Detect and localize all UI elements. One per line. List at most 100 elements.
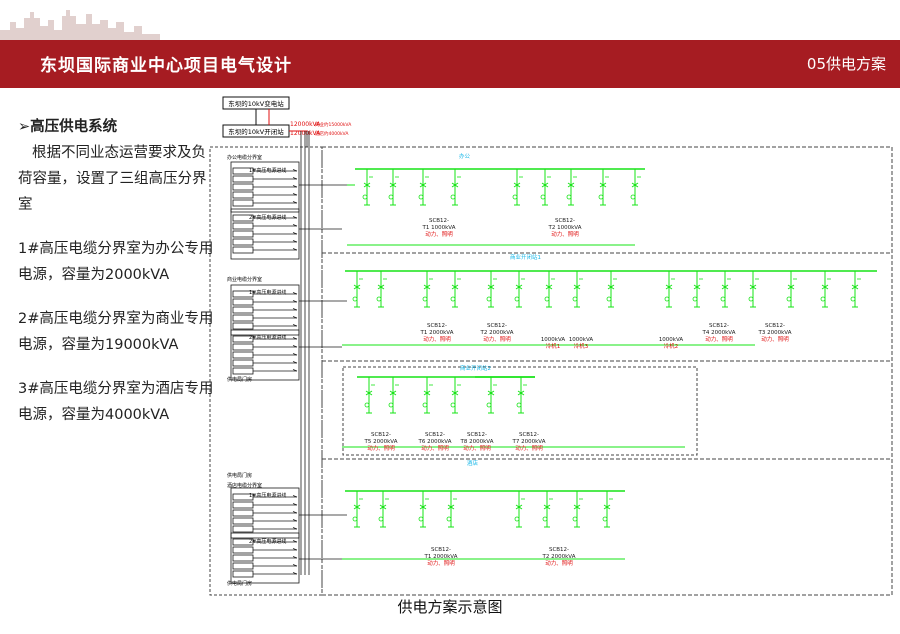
svg-text:T1 2000kVA: T1 2000kVA xyxy=(424,554,458,560)
bus-group xyxy=(342,168,877,560)
cabinet-label-5: 1#高压电源进线 xyxy=(249,492,286,499)
skyline-decoration xyxy=(0,10,160,40)
feeder-unit xyxy=(514,271,525,308)
feeder-unit xyxy=(516,377,527,414)
switch-cabinet xyxy=(232,517,254,525)
svg-text:动力、照明: 动力、照明 xyxy=(421,444,449,452)
switch-cabinet xyxy=(232,246,254,254)
power-supply-diagram: 东坝的10kV变电站 东坝的10kV开闭站 12000kVA 商业约15000k… xyxy=(209,96,893,596)
source-label-switching: 东坝的10kV开闭站 xyxy=(228,127,284,136)
svg-text:T4 2000kVA: T4 2000kVA xyxy=(702,330,736,336)
svg-text:T2 2000kVA: T2 2000kVA xyxy=(542,554,576,560)
line-note-2: 酒店约4000kVA xyxy=(315,130,349,137)
feeder-unit xyxy=(820,271,831,308)
svg-text:1000kVA: 1000kVA xyxy=(659,337,684,343)
zone-title-commercial1: 商业开闭站1 xyxy=(510,253,541,261)
line-note-1: 商业约15000kVA xyxy=(315,121,352,128)
left-box-label-6: 供电局门房 xyxy=(227,580,252,587)
line-label-1: 12000kVA xyxy=(290,121,321,128)
section-label: 05供电方案 xyxy=(806,55,886,73)
zone-title-hotel: 酒店 xyxy=(467,459,479,467)
svg-text:T7 2000kVA: T7 2000kVA xyxy=(512,439,546,445)
section-heading: ➢高压供电系统 xyxy=(18,114,218,140)
item-2-text: 2#高压电缆分界室为商业专用电源，容量为19000kVA xyxy=(18,311,214,353)
switch-cabinet xyxy=(232,351,254,359)
svg-text:T5 2000kVA: T5 2000kVA xyxy=(364,439,398,445)
zone-title-office: 办公 xyxy=(459,152,471,160)
switch-cabinet xyxy=(232,501,254,509)
feeder-unit xyxy=(418,491,429,528)
feeder-unit xyxy=(602,491,613,528)
feeder-unit xyxy=(664,271,675,308)
feeder-unit xyxy=(422,271,433,308)
switch-cabinet xyxy=(232,570,254,578)
switch-cabinet xyxy=(232,306,254,314)
heading-text: 高压供电系统 xyxy=(30,119,118,135)
switch-cabinet xyxy=(232,322,254,330)
svg-text:冷机2: 冷机2 xyxy=(664,342,679,350)
feeder-unit xyxy=(748,271,759,308)
feeder-unit xyxy=(418,169,429,206)
feeder-unit xyxy=(450,169,461,206)
intro-text: 根据不同业态运营要求及负荷容量，设置了三组高压分界室 xyxy=(18,145,207,213)
svg-text:1000kVA: 1000kVA xyxy=(569,337,594,343)
cabinet-group xyxy=(230,131,347,584)
right-frame xyxy=(321,146,893,596)
svg-text:SCB12-: SCB12- xyxy=(371,432,391,438)
switch-cabinet xyxy=(232,175,254,183)
svg-text:动力、照明: 动力、照明 xyxy=(705,335,733,343)
feeder-unit xyxy=(362,169,373,206)
left-box-label-3: 供电局门房 xyxy=(227,376,252,383)
cabinet-label-1: 1#高压电源进线 xyxy=(249,167,286,174)
switch-cabinet xyxy=(232,199,254,207)
svg-text:动力、照明: 动力、照明 xyxy=(425,230,453,238)
arrow-bullet-icon: ➢ xyxy=(18,119,31,135)
svg-text:SCB12-: SCB12- xyxy=(555,218,575,224)
switch-cabinet xyxy=(232,222,254,230)
feeder-unit xyxy=(352,491,363,528)
feeder-unit xyxy=(720,271,731,308)
svg-text:SCB12-: SCB12- xyxy=(425,432,445,438)
switch-cabinet xyxy=(232,191,254,199)
feeder-unit xyxy=(378,491,389,528)
left-box-label-1: 办公电缆分界室 xyxy=(227,154,262,161)
switch-cabinet xyxy=(232,314,254,322)
svg-text:SCB12-: SCB12- xyxy=(487,323,507,329)
feeder-unit xyxy=(786,271,797,308)
switch-cabinet xyxy=(232,367,254,375)
switch-cabinet xyxy=(232,562,254,570)
left-box-label-2: 商业电缆分界室 xyxy=(227,276,262,283)
feeder-unit xyxy=(450,377,461,414)
svg-text:冷机1: 冷机1 xyxy=(546,342,561,350)
switch-cabinet xyxy=(232,238,254,246)
source-label-substation: 东坝的10kV变电站 xyxy=(228,99,284,108)
svg-text:SCB12-: SCB12- xyxy=(467,432,487,438)
switch-cabinet xyxy=(232,183,254,191)
svg-text:动力、照明: 动力、照明 xyxy=(551,230,579,238)
feeder-unit xyxy=(364,377,375,414)
feeder-unit xyxy=(486,271,497,308)
line-label-2: 12000kVA xyxy=(290,130,321,137)
feeder-unit xyxy=(514,491,525,528)
svg-text:动力、照明: 动力、照明 xyxy=(367,444,395,452)
zone-commercial2-box xyxy=(342,366,698,456)
svg-text:T8 2000kVA: T8 2000kVA xyxy=(460,439,494,445)
feeder-unit xyxy=(598,169,609,206)
left-box-label-5: 酒店电缆分界室 xyxy=(227,482,262,489)
svg-text:动力、照明: 动力、照明 xyxy=(483,335,511,343)
switch-cabinet xyxy=(232,298,254,306)
switch-cabinet xyxy=(232,230,254,238)
feeder-unit xyxy=(422,377,433,414)
switch-cabinet xyxy=(232,554,254,562)
cabinet-label-4: 2#高压电源进线 xyxy=(249,334,286,341)
svg-text:SCB12-: SCB12- xyxy=(549,547,569,553)
